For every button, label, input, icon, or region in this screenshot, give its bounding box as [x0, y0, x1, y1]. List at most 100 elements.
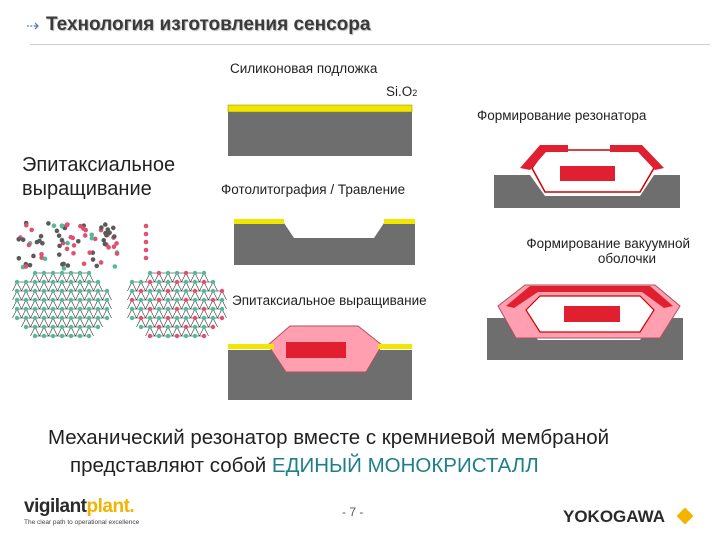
lattice-bond [190, 281, 196, 292]
lattice-atom [174, 288, 180, 294]
lattice-atom [183, 279, 189, 285]
lattice-bond [221, 290, 227, 301]
lattice-bond [176, 281, 182, 292]
free-atom [37, 238, 42, 244]
free-atom [70, 235, 76, 241]
lattice-bond [102, 290, 108, 301]
lattice-bond [48, 299, 54, 310]
lattice-bond [97, 290, 103, 301]
lattice-bond [163, 272, 169, 283]
lattice-atom [68, 306, 74, 312]
rf-cap-left [520, 145, 568, 170]
free-atom [60, 240, 66, 246]
lattice-bond [203, 317, 209, 328]
lattice-atom [174, 306, 180, 312]
lattice-atom [59, 333, 65, 339]
free-atom [111, 235, 116, 240]
lattice-atom [41, 315, 47, 321]
lattice-bond [88, 326, 94, 337]
free-atom [89, 235, 95, 241]
lattice-bond [97, 308, 103, 319]
lattice-bond [52, 281, 58, 292]
growth-oxide-left [228, 344, 274, 349]
lattice-atom [156, 324, 162, 330]
lattice-bond [66, 308, 72, 319]
lattice-atom [201, 306, 207, 312]
lattice-bond [79, 272, 85, 283]
lattice-bond [66, 299, 72, 310]
lattice-atom [129, 297, 135, 303]
lattice-atom [23, 288, 29, 294]
lattice-bond [145, 299, 151, 310]
lattice-bond [176, 308, 182, 319]
lattice-bond [199, 299, 205, 310]
yokogawa-diamond-icon [676, 507, 694, 525]
lattice-bond [70, 308, 76, 319]
sio2-layer [227, 104, 413, 113]
free-atom [38, 233, 44, 239]
lattice-atom [23, 324, 29, 330]
lattice-bond [21, 308, 27, 319]
lattice-bond [79, 308, 85, 319]
lattice-bond [154, 326, 160, 337]
free-atom [57, 243, 62, 249]
lattice-atom [50, 333, 56, 339]
free-atom [103, 230, 108, 236]
free-atom [26, 242, 32, 248]
lattice-bond [212, 290, 218, 301]
lattice-atom [41, 306, 47, 312]
lattice-bond [12, 308, 18, 319]
lattice-bond [154, 281, 160, 292]
lattice-bond [12, 290, 18, 301]
lattice-bond [203, 272, 209, 283]
lattice-bond [75, 326, 81, 337]
free-atom [94, 263, 100, 269]
lattice-atom [50, 306, 56, 312]
free-atom [87, 250, 92, 255]
lattice-bond [176, 272, 182, 283]
lattice-atom [147, 306, 153, 312]
free-atom [75, 238, 81, 244]
lattice-bond [48, 272, 54, 283]
lattice-bond [16, 290, 22, 301]
lattice-atom [23, 306, 29, 312]
free-atom [60, 262, 65, 267]
lattice-bond [88, 290, 94, 301]
lattice-bond [163, 281, 169, 292]
lattice-atom [156, 306, 162, 312]
free-atom [59, 223, 65, 229]
lattice-atom [219, 315, 225, 321]
lattice-bond [140, 299, 146, 310]
lattice-atom [192, 270, 198, 276]
free-atom [114, 241, 119, 246]
lattice-bond [212, 299, 218, 310]
lattice-bond [145, 272, 151, 283]
free-atom [107, 230, 112, 235]
lattice-bond [199, 290, 205, 301]
lattice-bond [167, 272, 173, 283]
lattice-bond [75, 272, 81, 283]
lattice-atom [41, 333, 47, 339]
lattice-bond [149, 308, 155, 319]
lattice-bond [79, 326, 85, 337]
lattice-bond [48, 308, 54, 319]
lattice-bond [158, 290, 164, 301]
lattice-bond [39, 317, 45, 328]
lattice-bond [172, 299, 178, 310]
lattice-bond [84, 290, 90, 301]
lattice-atom [95, 297, 101, 303]
lattice-bond [70, 299, 76, 310]
lattice-atom [68, 315, 74, 321]
title-arrow-icon: ⇢ [26, 18, 40, 35]
lattice-bond [30, 299, 36, 310]
lattice-atom [32, 270, 38, 276]
substrate-block [228, 112, 412, 156]
lattice-bond [57, 290, 63, 301]
lattice-atom [50, 279, 56, 285]
lattice-bond [158, 317, 164, 328]
lattice-atom [32, 279, 38, 285]
lattice-bond [145, 326, 151, 337]
lattice-bond [163, 299, 169, 310]
lattice-atom [86, 315, 92, 321]
lattice-bond [52, 317, 58, 328]
